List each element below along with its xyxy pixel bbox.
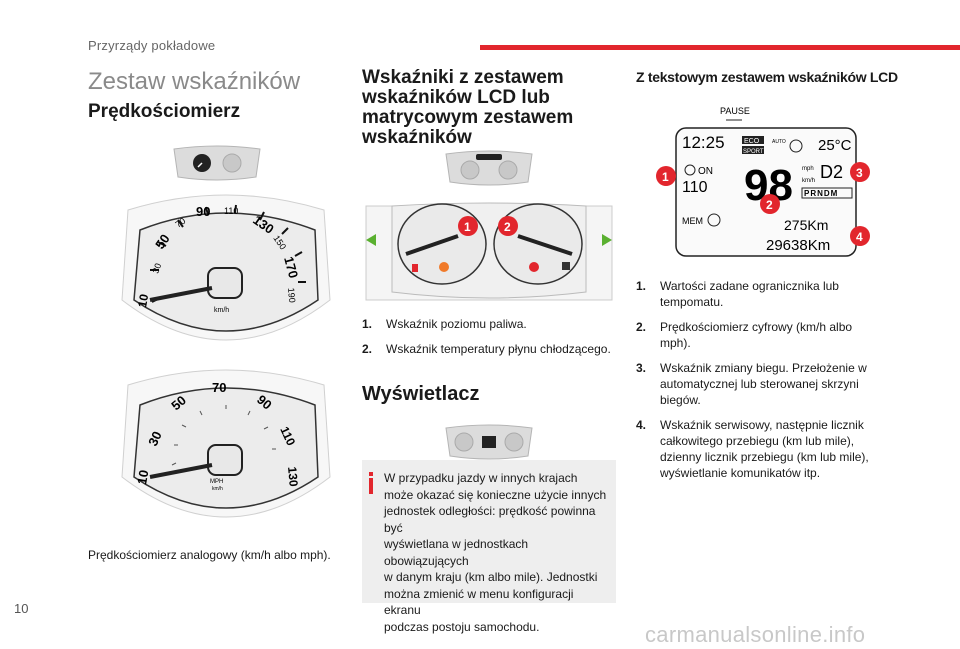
gauge-tick-label: 70 [212,380,226,395]
lcd-pause: PAUSE [720,106,750,116]
callout-2: 2 [766,198,773,212]
lcd-speed-unit-kmh: km/h [802,178,815,184]
lcd-limiter-state: ON [698,166,713,177]
gauge-tick-label: 70 [173,216,187,230]
lcd-sport: SPORT [743,149,764,155]
lcd-mem: MEM [682,216,703,226]
dashboard-thumbnail-speedometer [173,145,261,181]
note-line: wyświetlana w jednostkach obowiązujących [384,537,529,568]
item-text: Wskaźnik temperatury płynu chłodzącego. [386,342,611,356]
gauge-tick-label: 90 [196,204,210,219]
gauge-unit-label: km/h [214,307,229,314]
info-note: W przypadku jazdy w innych krajach może … [362,460,616,634]
heading-line: matrycowym zestawem [362,107,574,128]
item-number: 2. [362,342,373,356]
lcd-time: 12:25 [682,133,725,152]
header-accent-bar [480,45,960,50]
item-number: 4. [636,418,647,432]
lcd-temperature: 25°C [818,137,852,154]
lcd-total-counter: 29638Km [766,237,830,254]
info-icon [369,472,373,494]
callout-1: 1 [662,170,669,184]
display-heading: Wyświetlacz [362,383,480,405]
speedometer-kmh-gauge: 10 30 50 70 90 110 130 150 170 190 km/h [121,194,331,341]
lcd-limiter-value: 110 [682,179,708,196]
note-line: W przypadku jazdy w innych krajach [384,471,578,485]
lcd-speed-unit-mph: mph [802,166,814,172]
note-line: w danym kraju (km albo mile). Jednostki [384,570,598,584]
note-text: W przypadku jazdy w innych krajach może … [384,470,612,635]
lcd-gearbox: PRNDM [804,189,838,198]
gauge-tick-label: 10 [134,469,151,486]
item-text: Wskaźnik zmiany biegu. Przełożenie w aut… [660,361,867,407]
lcd-cluster-heading: Wskaźniki z zestawem wskaźników LCD lub … [362,68,612,148]
lcd-auto: AUTO [772,139,786,145]
item-text: Wskaźnik serwisowy, następnie licznik ca… [660,418,869,480]
note-line: można zmienić w menu konfiguracji ekranu [384,586,574,618]
fuel-temperature-gauges: 1 2 [365,202,613,301]
list-item: 1. Wartości zadane ogranicznika lub temp… [636,278,886,310]
gauge-unit-label: km/h [212,486,223,492]
text-lcd-heading: Z tekstowym zestawem wskaźników LCD [636,69,898,85]
speedometer-caption: Prędkościomierz analogowy (km/h albo mph… [88,548,331,562]
gauge-unit-label: MPH [210,479,223,485]
callout-3: 3 [856,166,863,180]
item-number: 3. [636,361,647,375]
dashboard-thumbnail-display [445,424,533,460]
speedometer-heading: Prędkościomierz [88,101,241,122]
page-title: Zestaw wskaźników [88,68,301,95]
callout-2: 2 [504,220,511,234]
page-number: 10 [14,601,29,616]
speedometer-mph-gauge: 10 30 50 70 90 110 130 MPH km/h [121,369,331,518]
gauge-tick-label: 30 [145,429,165,448]
callout-4: 4 [856,230,863,244]
lcd-eco: ECO [744,138,760,145]
gauge-tick-label: 190 [286,287,297,303]
note-line: może okazać się konieczne użycie innych [384,487,607,502]
heading-line: wskaźników LCD lub [362,87,550,108]
item-number: 2. [636,320,647,334]
lcd-display-diagram: PAUSE 12:25 ECO SPORT AUTO 25°C ON 110 9… [656,106,870,257]
gauge-tick-label: 170 [281,255,301,280]
watermark: carmanualsonline.info [645,622,866,647]
gauge-tick-label: 130 [285,466,301,487]
gauge-legend-list: 1. Wskaźnik poziomu paliwa. 2. Wskaźnik … [362,316,612,366]
list-item: 2. Wskaźnik temperatury płynu chłodząceg… [362,341,612,357]
heading-line: Wskaźniki z zestawem [362,67,564,88]
lcd-gear: D2 [820,162,843,182]
item-text: Wartości zadane ogranicznika lub tempoma… [660,279,839,309]
item-text: Prędkościomierz cyfrowy (km/h albo mph). [660,320,853,350]
list-item: 4. Wskaźnik serwisowy, następnie licznik… [636,417,886,481]
gauge-tick-label: 30 [150,262,163,275]
list-item: 3. Wskaźnik zmiany biegu. Przełożenie w … [636,360,886,408]
gauge-tick-label: 10 [135,293,151,309]
callout-1: 1 [464,220,471,234]
heading-line: wskaźników [362,127,472,148]
gauge-tick-label: 50 [152,231,173,251]
section-header: Przyrządy pokładowe [88,38,216,53]
item-text: Wskaźnik poziomu paliwa. [386,317,527,331]
note-line: podczas postoju samochodu. [384,619,540,634]
gauge-tick-label: 110 [224,206,238,216]
lcd-trip-counter: 275Km [784,217,828,233]
list-item: 2. Prędkościomierz cyfrowy (km/h albo mp… [636,319,886,351]
lcd-legend-list: 1. Wartości zadane ogranicznika lub temp… [636,278,886,490]
list-item: 1. Wskaźnik poziomu paliwa. [362,316,612,332]
item-number: 1. [636,279,647,293]
note-line: jednostek odległości: prędkość powinna b… [384,504,596,535]
item-number: 1. [362,317,373,331]
dashboard-thumbnail-lcd [445,150,533,186]
